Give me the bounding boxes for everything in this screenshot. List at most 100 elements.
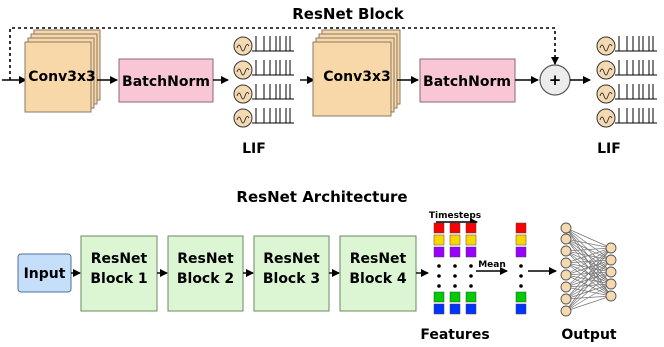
- ellipsis-dot: [519, 274, 523, 278]
- lif-neuron-2-3: [596, 84, 616, 104]
- lif-neuron-2-2: [596, 60, 616, 80]
- lif-label-1: LIF: [242, 141, 266, 157]
- ellipsis-dot: [437, 284, 441, 288]
- block-2-line-2: Block 2: [177, 271, 234, 287]
- waveform-icon: [599, 115, 613, 124]
- block-4-line-2: Block 4: [349, 271, 407, 287]
- ellipsis-dot: [519, 264, 523, 268]
- mean-feature-cell: [515, 303, 527, 315]
- sum-node: +: [539, 64, 571, 96]
- network-edge: [565, 283, 612, 312]
- batchnorm-box-2: BatchNorm: [419, 58, 516, 103]
- lif-neuron-1-2: [233, 60, 253, 80]
- lif-neuron-2-4: [596, 108, 616, 128]
- input-label: Input: [24, 266, 66, 282]
- waveform-icon: [599, 43, 613, 52]
- feature-cell: [449, 222, 461, 234]
- feature-cell: [449, 291, 461, 303]
- network-edge: [565, 295, 612, 312]
- network-edge: [565, 247, 612, 252]
- feature-cell: [465, 303, 477, 315]
- ellipsis-dot: [453, 264, 457, 268]
- features-label: Features: [420, 327, 489, 343]
- lif-neuron-1-4: [233, 108, 253, 128]
- ellipsis-dot: [469, 284, 473, 288]
- resnet-block-2: ResNet Block 2: [167, 235, 244, 312]
- architecture-title: ResNet Architecture: [236, 188, 407, 206]
- input-neuron: [560, 281, 572, 293]
- feature-cell: [433, 303, 445, 315]
- feature-cell: [465, 246, 477, 258]
- input-box: Input: [17, 253, 72, 293]
- feature-cell: [449, 234, 461, 246]
- conv3x3-stack-1: Conv3x3: [24, 29, 101, 113]
- resnet-block-title: ResNet Block: [292, 5, 405, 23]
- waveform-icon: [599, 67, 613, 76]
- network-edge: [565, 247, 612, 312]
- waveform-icon: [236, 115, 250, 124]
- lif-neuron-1-3: [233, 84, 253, 104]
- ellipsis-dot: [519, 284, 523, 288]
- ellipsis-dot: [453, 274, 457, 278]
- block-4-line-1: ResNet: [350, 251, 407, 267]
- block-2-line-1: ResNet: [177, 251, 234, 267]
- feature-cell: [449, 246, 461, 258]
- input-neuron: [560, 293, 572, 305]
- resnet-block-3: ResNet Block 3: [253, 235, 330, 312]
- block-1-line-1: ResNet: [91, 251, 148, 267]
- network-edge: [565, 238, 612, 249]
- network-edge: [565, 271, 612, 312]
- waveform-icon: [236, 67, 250, 76]
- batchnorm-box-1: BatchNorm: [118, 58, 214, 103]
- input-neuron: [560, 305, 572, 317]
- input-neuron: [560, 222, 572, 234]
- mean-feature-cell: [515, 291, 527, 303]
- feature-grid: [433, 222, 477, 315]
- network-edge: [565, 247, 612, 288]
- ellipsis-dot: [469, 264, 473, 268]
- lif-label-2: LIF: [597, 141, 621, 157]
- input-neuron: [560, 257, 572, 269]
- waveform-icon: [236, 43, 250, 52]
- ellipsis-dot: [453, 284, 457, 288]
- batchnorm-label-2: BatchNorm: [423, 74, 511, 90]
- timesteps-label: Timesteps: [429, 211, 481, 221]
- feature-cell: [465, 222, 477, 234]
- feature-cell: [433, 234, 445, 246]
- feature-cell: [449, 303, 461, 315]
- mean-feature-cell: [515, 246, 527, 258]
- block-3-line-1: ResNet: [263, 251, 320, 267]
- output-label: Output: [561, 327, 617, 343]
- network-edge: [565, 247, 612, 264]
- block-1-line-2: Block 1: [90, 271, 147, 287]
- waveform-icon: [599, 91, 613, 100]
- output-neuron: [605, 242, 617, 254]
- mean-feature-column: [515, 222, 527, 315]
- mean-feature-cell: [515, 222, 527, 234]
- lif-neuron-1-1: [233, 36, 253, 56]
- conv3x3-stack-2: Conv3x3: [312, 29, 401, 117]
- lif-neuron-2-1: [596, 36, 616, 56]
- resnet-block-4: ResNet Block 4: [339, 235, 417, 312]
- lif-neurons-1: [233, 36, 294, 128]
- resnet-block-1: ResNet Block 1: [80, 235, 158, 312]
- feature-cell: [433, 291, 445, 303]
- network-edge: [565, 247, 612, 276]
- feature-cell: [433, 246, 445, 258]
- output-neuron: [605, 266, 617, 278]
- ellipsis-dot: [437, 264, 441, 268]
- skip-connection-arrow: [9, 27, 559, 80]
- input-neuron: [560, 233, 572, 245]
- conv3x3-label-2: Conv3x3: [323, 69, 391, 85]
- output-neuron: [605, 254, 617, 266]
- feature-cell: [465, 234, 477, 246]
- ellipsis-dot: [437, 274, 441, 278]
- mean-label: Mean: [478, 260, 506, 270]
- batchnorm-label-1: BatchNorm: [122, 74, 210, 90]
- ellipsis-dot: [469, 274, 473, 278]
- sum-symbol: +: [549, 71, 562, 89]
- block-3-line-2: Block 3: [263, 271, 320, 287]
- input-neuron: [560, 269, 572, 281]
- network-edge: [565, 227, 612, 249]
